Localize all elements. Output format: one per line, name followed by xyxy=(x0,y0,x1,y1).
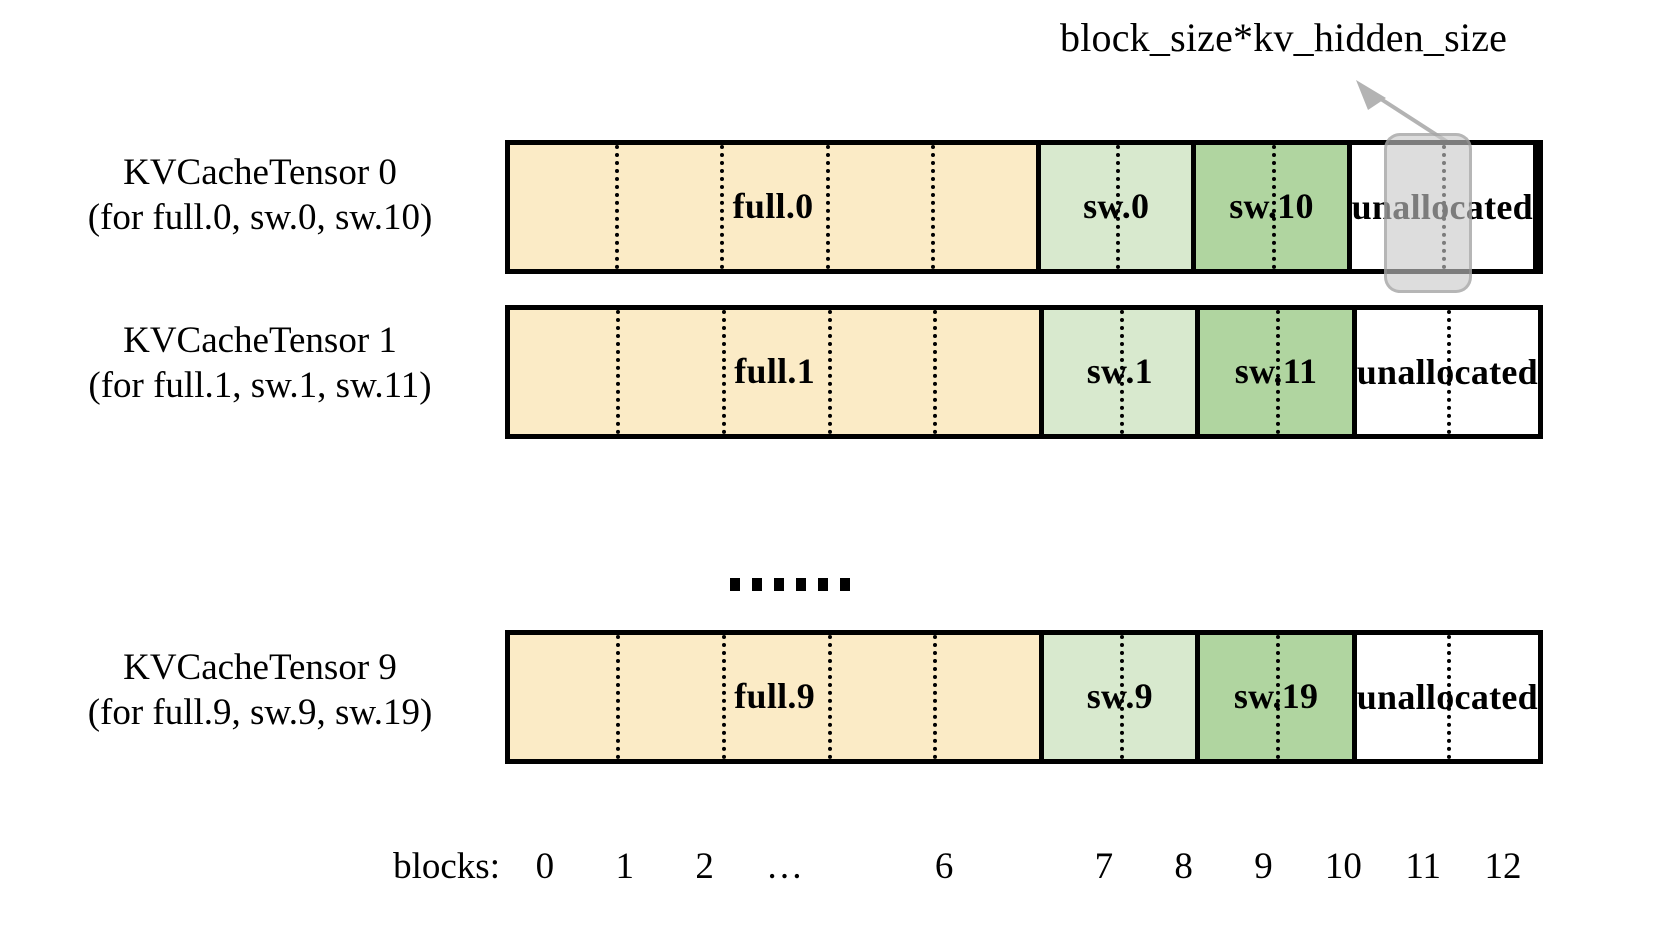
bar-segment-label: sw.9 xyxy=(1086,676,1153,717)
block-divider-tick xyxy=(1119,310,1124,434)
bar-segment-unalloc[interactable]: unallocated xyxy=(1356,635,1539,759)
block-divider-tick xyxy=(721,310,726,434)
row-label-line1: KVCacheTensor 1 xyxy=(123,320,397,361)
ellipsis-dot xyxy=(840,578,850,591)
bar-segment-label: full.9 xyxy=(734,676,816,717)
blocks-axis-tick: 9 xyxy=(1254,846,1273,887)
block-divider-tick xyxy=(720,145,725,269)
block-divider-tick xyxy=(933,635,938,759)
blocks-axis-tick: 6 xyxy=(934,846,954,887)
bar-segment-sw-light[interactable]: sw.1 xyxy=(1044,310,1201,434)
kvcache-tensor-row-label: KVCacheTensor 1(for full.1, sw.1, sw.11) xyxy=(30,318,490,408)
block-divider-tick xyxy=(615,635,620,759)
block-divider-tick xyxy=(825,145,830,269)
bar-segment-unalloc[interactable]: unallocated xyxy=(1356,310,1539,434)
block-highlight-overlay xyxy=(1384,133,1473,293)
blocks-axis-tick: 12 xyxy=(1484,846,1522,887)
bar-segment-label: sw.1 xyxy=(1086,351,1153,392)
ellipsis-dot xyxy=(752,578,762,591)
bar-segment-full[interactable]: full.0 xyxy=(510,145,1042,269)
blocks-axis-title: blocks: xyxy=(393,846,500,887)
block-divider-tick xyxy=(615,310,620,434)
blocks-axis-tick: 11 xyxy=(1405,846,1442,887)
block-divider-tick xyxy=(1119,635,1124,759)
bar-segment-full[interactable]: full.1 xyxy=(510,310,1045,434)
rows-ellipsis xyxy=(730,578,850,591)
bar-segment-sw-dark[interactable]: sw.19 xyxy=(1200,635,1357,759)
blocks-axis-tick: 7 xyxy=(1094,846,1114,887)
block-divider-tick xyxy=(1271,145,1276,269)
bar-segment-label: sw.0 xyxy=(1083,186,1150,227)
block-divider-tick xyxy=(827,635,832,759)
kvcache-tensor-bar[interactable]: full.0sw.0sw.10unallocated xyxy=(505,133,1543,293)
bar-segment-sw-light[interactable]: sw.9 xyxy=(1044,635,1201,759)
bar-segment-sw-light[interactable]: sw.0 xyxy=(1041,145,1197,269)
block-divider-tick xyxy=(721,635,726,759)
row-label-line2: (for full.0, sw.0, sw.10) xyxy=(87,197,433,239)
block-divider-tick xyxy=(1447,635,1452,759)
bar-segment-label: full.0 xyxy=(732,186,814,227)
row-label-line1: KVCacheTensor 0 xyxy=(123,152,397,193)
blocks-axis-tick: … xyxy=(765,846,803,887)
bar-segment-label: sw.19 xyxy=(1233,676,1319,717)
kvcache-tensor-bar[interactable]: full.9 sw.9 sw.19 unallocated xyxy=(505,630,1543,764)
block-divider-tick xyxy=(930,145,935,269)
block-divider-tick xyxy=(827,310,832,434)
bar-segment-label: unallocated xyxy=(1356,676,1539,717)
bar-segment-label: full.1 xyxy=(734,351,816,392)
row-label-line2: (for full.9, sw.9, sw.19) xyxy=(87,692,433,734)
row-label-line2: (for full.1, sw.1, sw.11) xyxy=(88,365,432,407)
blocks-axis-tick: 1 xyxy=(615,846,635,887)
kvcache-tensor-bar[interactable]: full.1 sw.1 sw.11 unallocated xyxy=(505,305,1543,439)
block-divider-tick xyxy=(1276,635,1281,759)
ellipsis-dot xyxy=(818,578,828,591)
blocks-axis-tick: 2 xyxy=(695,846,714,887)
bar-segment-label: unallocated xyxy=(1356,351,1539,392)
ellipsis-dot xyxy=(730,578,740,591)
ellipsis-dot xyxy=(774,578,784,591)
block-size-annotation-label: block_size*kv_hidden_size xyxy=(1060,15,1508,60)
block-divider-tick xyxy=(1276,310,1281,434)
block-divider-tick xyxy=(1116,145,1121,269)
bar-segment-sw-dark[interactable]: sw.10 xyxy=(1196,145,1352,269)
block-divider-tick xyxy=(1447,310,1452,434)
kvcache-tensor-row-label: KVCacheTensor 9(for full.9, sw.9, sw.19) xyxy=(30,645,490,735)
block-divider-tick xyxy=(933,310,938,434)
row-label-line1: KVCacheTensor 9 xyxy=(123,647,397,688)
ellipsis-dot xyxy=(796,578,806,591)
kvcache-tensor-row-label: KVCacheTensor 0(for full.0, sw.0, sw.10) xyxy=(30,150,490,240)
blocks-axis-tick: 10 xyxy=(1324,846,1362,887)
bar-segment-label: sw.11 xyxy=(1234,351,1318,392)
blocks-axis-tick: 8 xyxy=(1174,846,1193,887)
bar-segment-label: sw.10 xyxy=(1229,186,1314,227)
bar-segment-sw-dark[interactable]: sw.11 xyxy=(1200,310,1357,434)
blocks-axis-tick: 0 xyxy=(535,846,555,887)
bar-segment-full[interactable]: full.9 xyxy=(510,635,1045,759)
block-divider-tick xyxy=(615,145,620,269)
